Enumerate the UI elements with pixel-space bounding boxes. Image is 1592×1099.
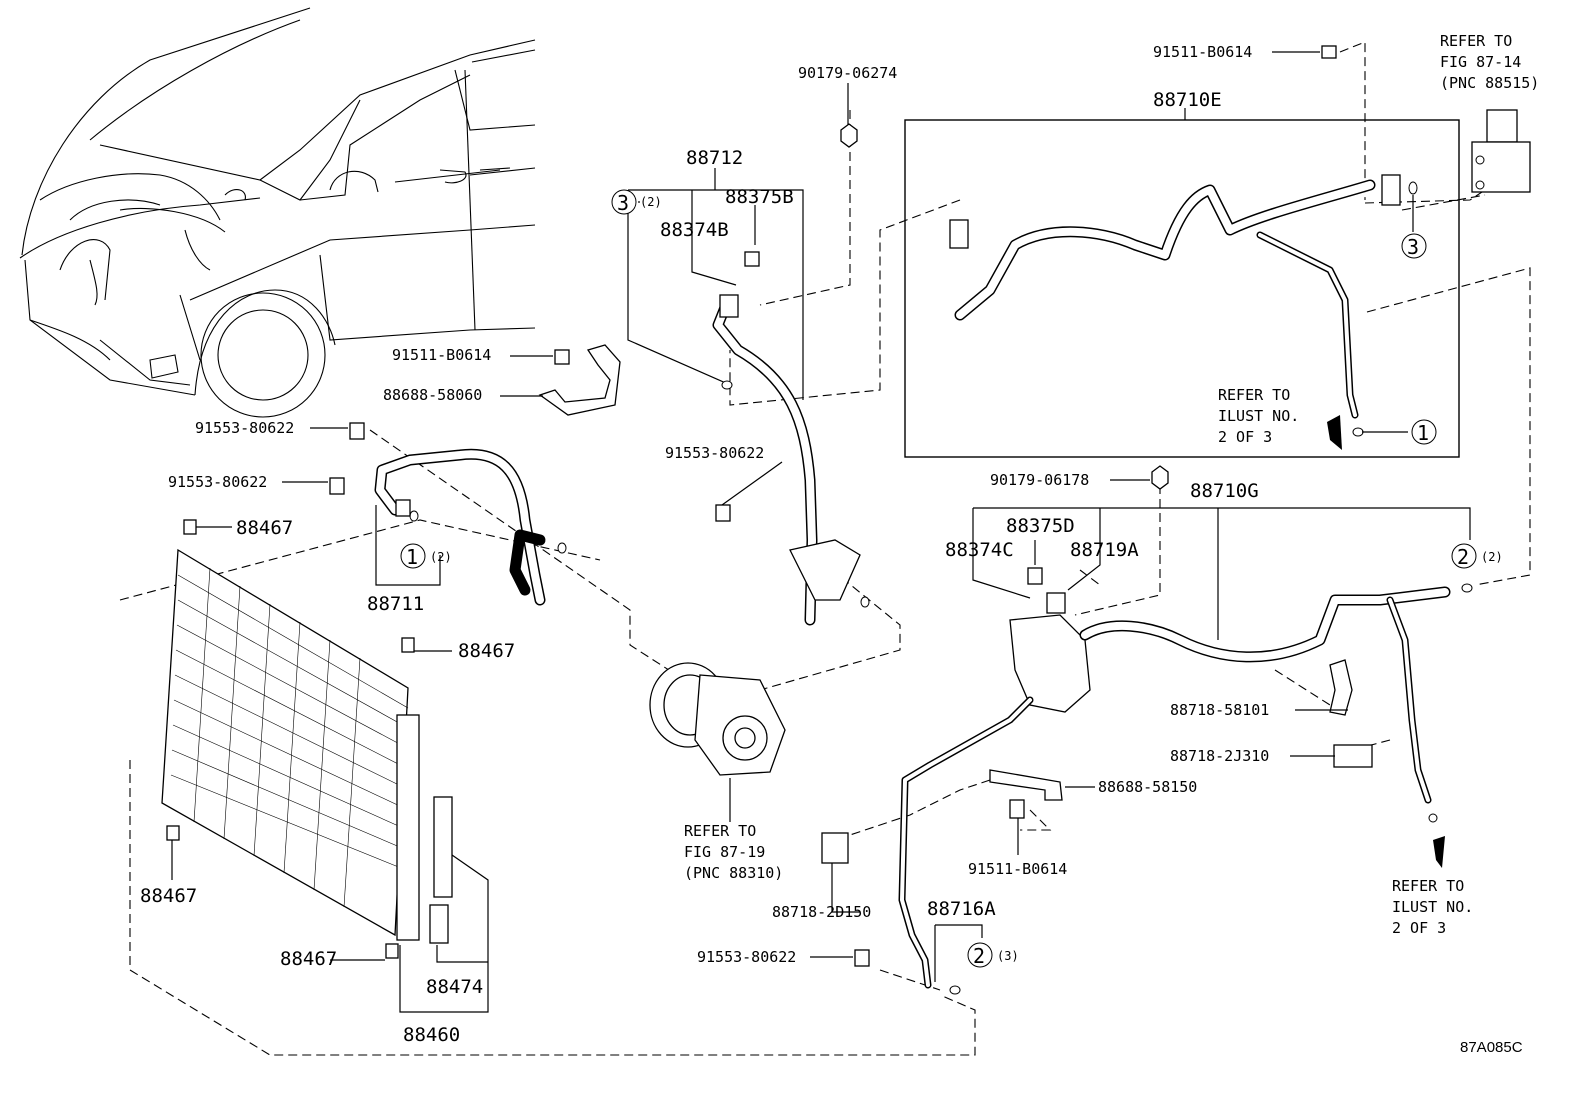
svg-text:(3): (3) bbox=[997, 949, 1019, 963]
refer-arrow-lower bbox=[1433, 836, 1445, 868]
svg-text:(PNC 88515): (PNC 88515) bbox=[1440, 74, 1539, 92]
svg-text:REFER TO: REFER TO bbox=[1440, 32, 1512, 50]
label-leader-lines bbox=[171, 51, 1414, 961]
callout-3-right: 3 bbox=[1401, 233, 1427, 259]
note-refer-fig-87-19: REFER TO FIG 87-19 (PNC 88310) bbox=[684, 822, 783, 882]
label-88467-a: 88467 bbox=[236, 517, 293, 539]
clamp-88718-2D150-part bbox=[821, 832, 860, 913]
vehicle-outline-drawing bbox=[19, 7, 536, 418]
label-91553-80622-d: 91553-80622 bbox=[697, 948, 796, 966]
condenser-88460-part bbox=[161, 519, 489, 1013]
svg-text:3: 3 bbox=[617, 191, 629, 215]
label-91511-b0614-low: 91511-B0614 bbox=[968, 860, 1067, 878]
label-88374b: 88374B bbox=[660, 219, 729, 241]
pipe-88710e bbox=[949, 174, 1418, 437]
label-90179-06178: 90179-06178 bbox=[990, 471, 1089, 489]
label-88688-58150: 88688-58150 bbox=[1098, 778, 1197, 796]
svg-text:(2): (2) bbox=[1481, 550, 1503, 564]
bracket-88688-58150-part bbox=[989, 769, 1063, 819]
label-88467-d: 88467 bbox=[280, 948, 337, 970]
svg-text:FIG 87-14: FIG 87-14 bbox=[1440, 53, 1521, 71]
label-91553-80622-b: 91553-80622 bbox=[168, 473, 267, 491]
label-91511-b0614-top: 91511-B0614 bbox=[1153, 43, 1252, 61]
clamp-88718-58101-part bbox=[1329, 659, 1353, 716]
label-88719a: 88719A bbox=[1070, 539, 1139, 561]
label-88712: 88712 bbox=[686, 147, 743, 169]
assembly-box-88710e bbox=[904, 119, 1460, 458]
svg-text:(2): (2) bbox=[430, 550, 452, 564]
callout-3-top: 3 (2) bbox=[611, 189, 662, 215]
note-refer-ilust-upper: REFER TO ILUST NO. 2 OF 3 bbox=[1218, 386, 1299, 446]
callout-1-left: 1 (2) bbox=[400, 543, 452, 569]
label-88718-2j310: 88718-2J310 bbox=[1170, 747, 1269, 765]
svg-text:REFER TO: REFER TO bbox=[1218, 386, 1290, 404]
note-refer-ilust-lower: REFER TO ILUST NO. 2 OF 3 bbox=[1392, 877, 1473, 937]
note-refer-fig-87-14: REFER TO FIG 87-14 (PNC 88515) bbox=[1440, 32, 1539, 92]
bolt-91553-left-parts bbox=[329, 422, 870, 967]
svg-text:REFER TO: REFER TO bbox=[684, 822, 756, 840]
bracket-88688-58060-part bbox=[538, 344, 621, 416]
svg-text:1: 1 bbox=[1417, 421, 1429, 445]
label-91553-80622-c: 91553-80622 bbox=[665, 444, 764, 462]
svg-text:FIG 87-19: FIG 87-19 bbox=[684, 843, 765, 861]
clamp-88718-2J310-part bbox=[1333, 744, 1373, 768]
label-88375d: 88375D bbox=[1006, 515, 1075, 537]
label-88718-58101: 88718-58101 bbox=[1170, 701, 1269, 719]
label-88467-c: 88467 bbox=[140, 885, 197, 907]
svg-text:ILUST NO.: ILUST NO. bbox=[1218, 407, 1299, 425]
compressor-part bbox=[649, 662, 786, 822]
label-88375b: 88375B bbox=[725, 186, 794, 208]
svg-text:2 OF 3: 2 OF 3 bbox=[1218, 428, 1272, 446]
callout-2-bottom: 2 (3) bbox=[967, 942, 1019, 968]
hose-assembly-88710g bbox=[898, 507, 1473, 995]
svg-text:1: 1 bbox=[406, 545, 418, 569]
svg-text:2: 2 bbox=[1457, 545, 1469, 569]
label-88710g: 88710G bbox=[1190, 480, 1259, 502]
refer-arrow-upper bbox=[1327, 415, 1342, 450]
svg-text:ILUST NO.: ILUST NO. bbox=[1392, 898, 1473, 916]
svg-text:(PNC 88310): (PNC 88310) bbox=[684, 864, 783, 882]
label-88710e: 88710E bbox=[1153, 89, 1222, 111]
svg-text:(2): (2) bbox=[640, 195, 662, 209]
diagram-id-label: 87A085C bbox=[1460, 1039, 1523, 1056]
label-88688-58060: 88688-58060 bbox=[383, 386, 482, 404]
bolt-91511-top-part bbox=[1321, 45, 1337, 59]
dashed-leader-lines bbox=[119, 41, 1531, 1056]
label-88374c: 88374C bbox=[945, 539, 1014, 561]
label-88716a: 88716A bbox=[927, 898, 996, 920]
hose-assembly-88712 bbox=[627, 189, 870, 626]
pipe-88711 bbox=[374, 448, 567, 606]
label-88460: 88460 bbox=[403, 1024, 460, 1046]
label-88711: 88711 bbox=[367, 593, 424, 615]
label-91511-b0614-mid: 91511-B0614 bbox=[392, 346, 491, 364]
label-91553-80622-a: 91553-80622 bbox=[195, 419, 294, 437]
nut-90179-06274-part bbox=[840, 123, 858, 148]
label-88474: 88474 bbox=[426, 976, 483, 998]
svg-text:3: 3 bbox=[1407, 235, 1419, 259]
nut-90179-06178-part bbox=[1151, 465, 1169, 490]
label-88718-2d150: 88718-2D150 bbox=[772, 903, 871, 921]
callout-2-right: 2 (2) bbox=[1451, 543, 1503, 569]
label-90179-06274: 90179-06274 bbox=[798, 64, 897, 82]
label-88467-b: 88467 bbox=[458, 640, 515, 662]
svg-text:2: 2 bbox=[973, 944, 985, 968]
expansion-valve-part bbox=[1471, 109, 1531, 193]
svg-text:2 OF 3: 2 OF 3 bbox=[1392, 919, 1446, 937]
svg-text:REFER TO: REFER TO bbox=[1392, 877, 1464, 895]
callout-1-right: 1 bbox=[1411, 419, 1437, 445]
